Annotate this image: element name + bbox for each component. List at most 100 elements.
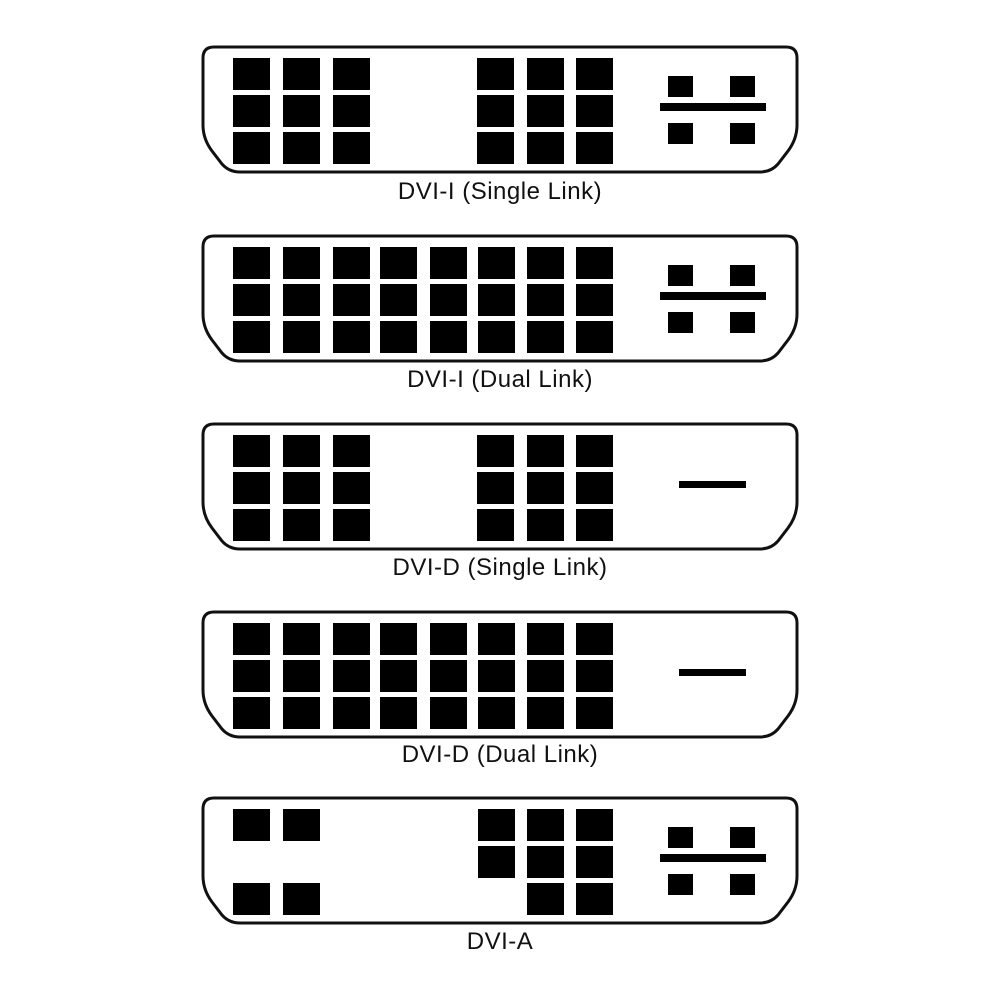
digital-pin [430,697,467,729]
digital-pin [527,809,564,841]
digital-pin [477,472,514,504]
digital-pin [576,321,613,353]
digital-pin [233,435,270,467]
digital-pin [527,435,564,467]
digital-pin [430,623,467,655]
connector-outline [201,234,799,363]
digital-pin [283,472,320,504]
digital-pin [576,247,613,279]
ground-blade [679,669,746,676]
analog-pin [730,76,755,97]
connector-outline [201,422,799,551]
digital-pin [576,435,613,467]
analog-pin [668,265,693,286]
digital-pin [527,247,564,279]
digital-pin [333,132,370,164]
digital-pin [233,883,270,915]
digital-pin [333,697,370,729]
digital-pin [333,284,370,316]
connector-outline [201,610,799,739]
digital-pin [233,623,270,655]
digital-pin [478,846,515,878]
ground-blade [679,481,746,488]
digital-pin [283,58,320,90]
digital-pin [477,509,514,541]
digital-pin [478,623,515,655]
connector-label-dvi-d-dual: DVI-D (Dual Link) [401,741,599,768]
digital-pin [576,284,613,316]
digital-pin [478,697,515,729]
digital-pin [283,660,320,692]
analog-pin [730,265,755,286]
analog-pin [668,312,693,333]
digital-pin [233,660,270,692]
digital-pin [333,472,370,504]
digital-pin [233,697,270,729]
digital-pin [233,247,270,279]
digital-pin [333,623,370,655]
connector-label-dvi-a: DVI-A [466,928,534,955]
digital-pin [430,660,467,692]
digital-pin [527,660,564,692]
digital-pin [527,58,564,90]
connector-label-dvi-i-dual: DVI-I (Dual Link) [407,366,593,393]
digital-pin [477,58,514,90]
digital-pin [478,809,515,841]
digital-pin [576,697,613,729]
digital-pin [333,509,370,541]
digital-pin [333,435,370,467]
analog-pin [668,874,693,895]
digital-pin [283,623,320,655]
connector-outline [201,45,799,174]
digital-pin [380,321,417,353]
digital-pin [380,623,417,655]
connector [201,422,799,551]
analog-pin [730,827,755,848]
digital-pin [527,284,564,316]
connector [201,45,799,174]
digital-pin [576,846,613,878]
connector-label-dvi-d-single: DVI-D (Single Link) [392,554,608,581]
ground-blade [660,292,766,300]
digital-pin [576,883,613,915]
digital-pin [380,284,417,316]
digital-pin [333,247,370,279]
digital-pin [283,809,320,841]
digital-pin [576,472,613,504]
digital-pin [380,247,417,279]
digital-pin [333,660,370,692]
digital-pin [576,809,613,841]
digital-pin [478,284,515,316]
digital-pin [576,623,613,655]
digital-pin [527,883,564,915]
digital-pin [477,435,514,467]
digital-pin [333,95,370,127]
connector [201,234,799,363]
digital-pin [380,660,417,692]
digital-pin [233,472,270,504]
digital-pin [333,321,370,353]
digital-pin [576,660,613,692]
digital-pin [283,697,320,729]
digital-pin [233,321,270,353]
digital-pin [576,509,613,541]
digital-pin [283,284,320,316]
digital-pin [576,58,613,90]
connector-outline [201,796,799,925]
digital-pin [233,509,270,541]
digital-pin [283,247,320,279]
digital-pin [333,58,370,90]
digital-pin [430,247,467,279]
digital-pin [233,132,270,164]
digital-pin [527,95,564,127]
analog-pin [730,874,755,895]
digital-pin [283,435,320,467]
digital-pin [233,58,270,90]
ground-blade [660,103,766,111]
connector-label-dvi-i-single: DVI-I (Single Link) [397,178,603,205]
analog-pin [730,312,755,333]
connector [201,610,799,739]
digital-pin [283,132,320,164]
